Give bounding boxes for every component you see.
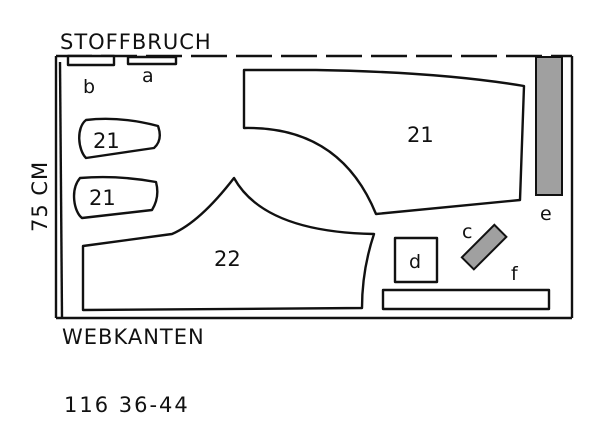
piece-21-small-bottom-label: 21	[89, 186, 116, 210]
piece-b-label: b	[83, 76, 95, 98]
piece-f-shape	[381, 288, 551, 311]
piece-c-shape	[460, 223, 508, 271]
left-edge-inner	[58, 61, 64, 319]
piece-d-label: d	[409, 251, 421, 273]
piece-22-shape	[81, 176, 376, 312]
piece-21-large-label: 21	[407, 123, 434, 147]
piece-b-shape	[66, 54, 116, 67]
piece-21-large-shape	[242, 68, 526, 216]
pattern-code: 116 36-44	[64, 393, 190, 417]
piece-e-shape	[535, 56, 563, 196]
piece-f-label: f	[511, 263, 519, 285]
width-label: 75 CM	[28, 161, 52, 232]
piece-21-small-top-label: 21	[93, 129, 120, 153]
piece-e-label: e	[540, 203, 552, 225]
piece-a-shape	[126, 55, 178, 66]
piece-d-shape	[393, 236, 439, 284]
piece-22-label: 22	[214, 247, 241, 271]
fold-label: STOFFBRUCH	[60, 30, 212, 54]
piece-21-small-bottom-shape	[72, 175, 159, 220]
piece-21-small-top-shape	[78, 117, 161, 160]
fabric-outline	[54, 54, 574, 320]
piece-a-label: a	[142, 65, 154, 87]
selvage-label: WEBKANTEN	[62, 325, 205, 349]
piece-c-label: c	[462, 221, 472, 243]
